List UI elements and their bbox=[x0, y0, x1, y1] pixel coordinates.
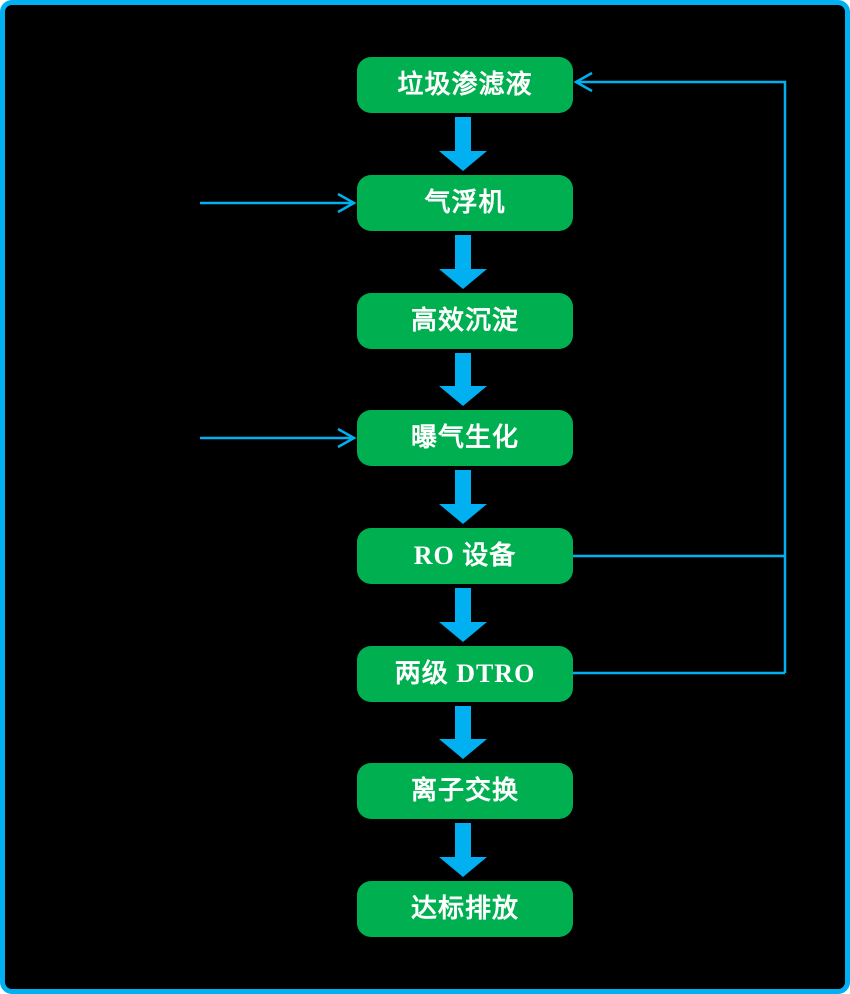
down-block-arrow-1 bbox=[439, 117, 487, 171]
node-air-flotation: 气浮机 bbox=[357, 175, 573, 231]
down-block-arrow-5 bbox=[439, 588, 487, 642]
node-compliant-discharge: 达标排放 bbox=[357, 881, 573, 937]
down-block-arrow-3 bbox=[439, 353, 487, 406]
feedback-return-line bbox=[579, 80, 787, 673]
node-ro-equipment: RO 设备 bbox=[357, 528, 573, 584]
node-ion-exchange: 离子交换 bbox=[357, 763, 573, 819]
down-block-arrow-7 bbox=[439, 823, 487, 877]
inlet-arrowhead-aeration-icon bbox=[337, 427, 357, 449]
node-landfill-leachate: 垃圾渗滤液 bbox=[357, 57, 573, 113]
inlet-arrowhead-air-flotation-icon bbox=[337, 192, 357, 214]
return-arrowhead-icon bbox=[573, 71, 593, 93]
down-block-arrow-2 bbox=[439, 235, 487, 289]
down-block-arrow-6 bbox=[439, 706, 487, 759]
down-block-arrow-4 bbox=[439, 470, 487, 524]
node-aeration-biochemical: 曝气生化 bbox=[357, 410, 573, 466]
connector-layer bbox=[200, 71, 787, 877]
node-high-efficiency-sedimentation: 高效沉淀 bbox=[357, 293, 573, 349]
node-two-stage-dtro: 两级 DTRO bbox=[357, 646, 573, 702]
